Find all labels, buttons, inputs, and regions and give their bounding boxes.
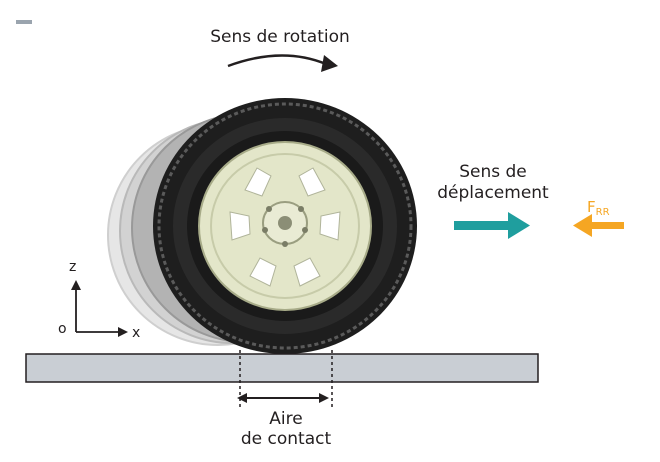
- lug-nuts: [262, 206, 308, 247]
- axis-origin-label: o: [58, 321, 67, 337]
- axis-z-label: z: [69, 259, 76, 275]
- axes: [71, 280, 128, 337]
- force-label-sub: RR: [596, 207, 610, 218]
- corner-mark: [16, 20, 32, 24]
- rim: [198, 141, 372, 311]
- force-label: FRR: [587, 198, 610, 218]
- left-arrow-icon: [573, 214, 624, 237]
- axis-x-label: x: [132, 325, 140, 341]
- contact-label-line1: Aire: [269, 409, 302, 429]
- rim-spoke-cutouts: [229, 167, 341, 287]
- displacement-label-line2: déplacement: [437, 183, 549, 203]
- rotation-label: Sens de rotation: [210, 27, 350, 47]
- force-label-main: F: [587, 198, 596, 216]
- displacement-label-line1: Sens de: [459, 162, 527, 182]
- right-arrow-icon: [454, 212, 530, 239]
- contact-label-line2: de contact: [241, 429, 332, 449]
- ground: [25, 353, 539, 383]
- curved-arrow-icon: [227, 54, 338, 72]
